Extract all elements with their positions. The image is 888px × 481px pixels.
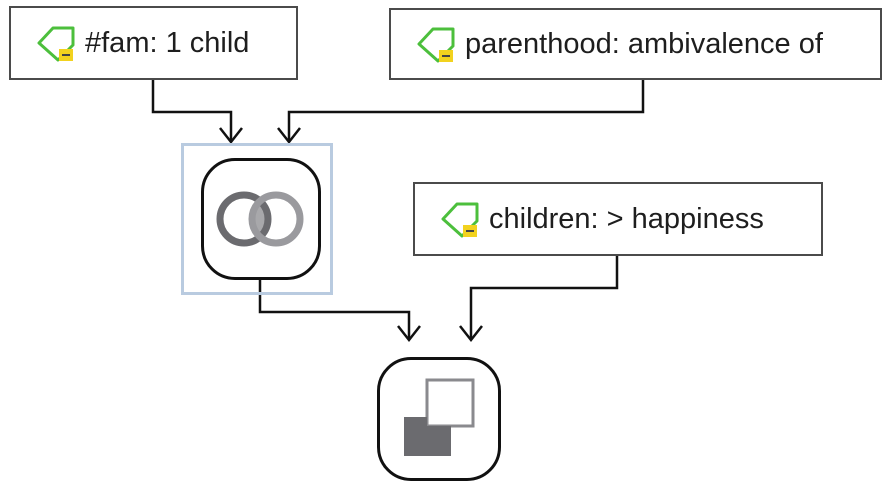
connector-node1-to-intersect <box>151 80 233 140</box>
connector-node2-to-intersect <box>287 80 645 140</box>
code-icon <box>37 26 75 62</box>
code-icon <box>441 202 479 238</box>
intersection-icon <box>216 191 304 247</box>
arrowhead <box>219 127 243 145</box>
code-node-label: parenthood: ambivalence of <box>465 27 823 60</box>
code-node-label: #fam: 1 child <box>85 26 250 59</box>
arrowhead <box>277 127 301 145</box>
subtract-icon <box>404 378 475 456</box>
arrowhead <box>459 325 483 343</box>
code-node-label: children: > happiness <box>489 202 764 235</box>
connector-intersect-to-subtract <box>258 280 411 338</box>
code-icon <box>417 27 455 63</box>
code-node-children-happiness[interactable]: children: > happiness <box>413 182 823 256</box>
arrowhead <box>397 325 421 343</box>
code-node-fam-1-child[interactable]: #fam: 1 child <box>9 6 298 80</box>
intersection-operator-node[interactable] <box>201 158 321 280</box>
code-node-parenthood-ambivalence[interactable]: parenthood: ambivalence of <box>389 8 882 80</box>
selection-highlight <box>181 143 333 295</box>
connector-node3-to-subtract <box>469 256 619 338</box>
subtract-operator-node[interactable] <box>377 357 501 481</box>
